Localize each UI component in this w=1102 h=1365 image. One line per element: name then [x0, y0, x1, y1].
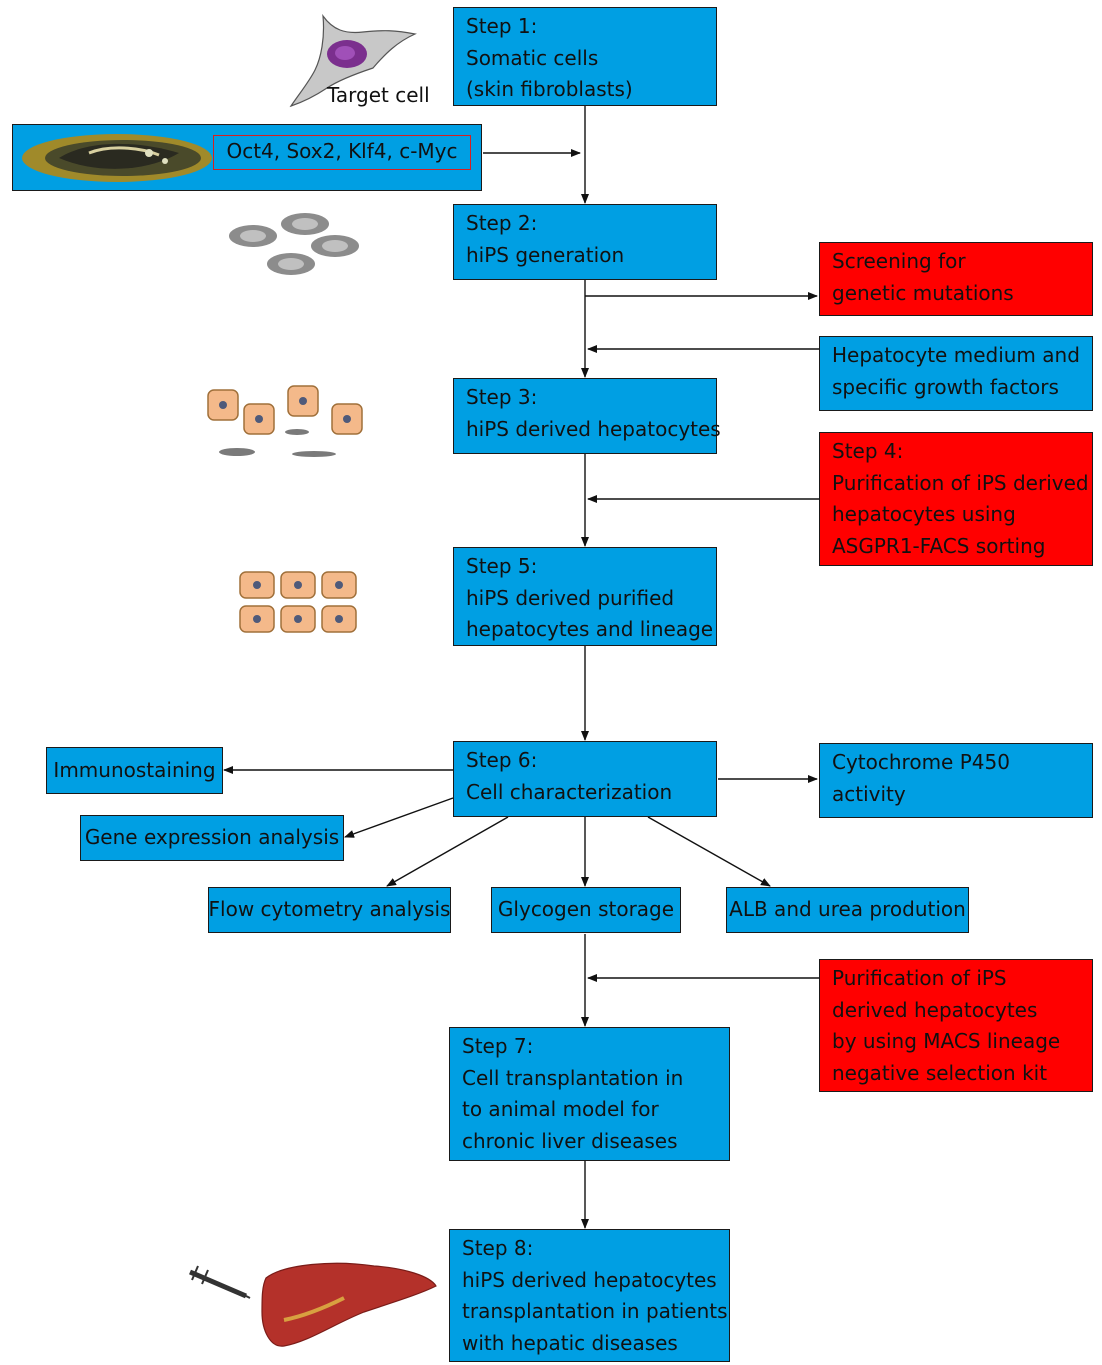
target-cell-label: Target cell: [327, 83, 430, 107]
medium-line-2: specific growth factors: [832, 374, 1059, 399]
macs-line-3: by using MACS lineage: [832, 1029, 1061, 1053]
flow-cytometry-label: Flow cytometry analysis: [208, 897, 451, 922]
step-4-line-1: Purification of iPS derived: [832, 470, 1089, 495]
step-5-box: Step 5: hiPS derived purified hepatocyte…: [453, 547, 717, 646]
target-cell-icon: [289, 13, 417, 108]
step-6-box: Step 6: Cell characterization: [453, 741, 717, 817]
medium-line-1: Hepatocyte medium and: [832, 343, 1080, 367]
reprogramming-factors-label: Oct4, Sox2, Klf4, c-Myc: [213, 135, 471, 170]
screening-box: Screening for genetic mutations: [819, 242, 1093, 316]
step-2-box: Step 2: hiPS generation: [453, 204, 717, 280]
step-5-title: Step 5:: [466, 554, 538, 578]
step-7-box: Step 7: Cell transplantation in to anima…: [449, 1027, 730, 1161]
step-1-line-1: Somatic cells: [466, 45, 599, 70]
step-7-line-3: chronic liver diseases: [462, 1128, 678, 1153]
step-5-line-1: hiPS derived purified: [466, 585, 675, 610]
screening-line-2: genetic mutations: [832, 280, 1014, 305]
flow-cytometry-box: Flow cytometry analysis: [208, 887, 451, 933]
syringe-icon: [189, 1265, 251, 1299]
macs-line-1: Purification of iPS: [832, 966, 1007, 990]
reprogramming-factors-panel: Oct4, Sox2, Klf4, c-Myc: [12, 124, 482, 191]
gene-expression-label: Gene expression analysis: [84, 825, 340, 850]
virus-vector-icon: [22, 134, 212, 182]
step-8-line-1: hiPS derived hepatocytes: [462, 1267, 717, 1292]
glycogen-storage-box: Glycogen storage: [491, 887, 681, 933]
cytochrome-p450-box: Cytochrome P450 activity: [819, 743, 1093, 818]
hepatocyte-medium-box: Hepatocyte medium and specific growth fa…: [819, 336, 1093, 411]
macs-line-4: negative selection kit: [832, 1060, 1048, 1085]
step-8-line-3: with hepatic diseases: [462, 1330, 678, 1355]
step-3-line-1: hiPS derived hepatocytes: [466, 416, 721, 441]
step-4-line-2: hepatocytes using: [832, 502, 1016, 526]
ips-colony-icon: [229, 213, 359, 275]
step-8-line-2: transplantation in patients: [462, 1299, 728, 1323]
immunostaining-label: Immunostaining: [53, 757, 216, 782]
immunostaining-box: Immunostaining: [46, 747, 223, 794]
step-6-line-1: Cell characterization: [466, 779, 673, 804]
step-2-title: Step 2:: [466, 211, 538, 235]
step-1-line-2: (skin fibroblasts): [466, 77, 633, 101]
step-7-line-1: Cell transplantation in: [462, 1065, 684, 1090]
step-4-title: Step 4:: [832, 439, 904, 463]
alb-urea-box: ALB and urea prodution: [726, 887, 969, 933]
step-8-title: Step 8:: [462, 1236, 534, 1260]
gene-expression-box: Gene expression analysis: [80, 815, 344, 861]
syringe-liver-icon: [189, 1262, 437, 1347]
cyp450-line-2: activity: [832, 781, 906, 806]
cyp450-line-1: Cytochrome P450: [832, 750, 1010, 774]
macs-line-2: derived hepatocytes: [832, 997, 1038, 1022]
arrow-gene-expression: [344, 797, 454, 838]
step-7-line-2: to animal model for: [462, 1097, 659, 1121]
step-3-box: Step 3: hiPS derived hepatocytes: [453, 378, 721, 454]
screening-line-1: Screening for: [832, 249, 966, 273]
arrow-alb: [647, 816, 771, 887]
macs-purification-box: Purification of iPS derived hepatocytes …: [819, 959, 1093, 1092]
step-5-line-2: hepatocytes and lineage: [466, 617, 714, 641]
arrow-flow: [386, 816, 509, 887]
liver-icon: [261, 1262, 437, 1347]
step-6-title: Step 6:: [466, 748, 538, 772]
step-2-line-1: hiPS generation: [466, 242, 625, 267]
step-4-line-3: ASGPR1-FACS sorting: [832, 533, 1046, 558]
purified-hepatocytes-icon: [239, 571, 357, 633]
step-7-title: Step 7:: [462, 1034, 534, 1058]
step-8-box: Step 8: hiPS derived hepatocytes transpl…: [449, 1229, 730, 1362]
step-4-box: Step 4: Purification of iPS derived hepa…: [819, 432, 1093, 566]
alb-urea-label: ALB and urea prodution: [729, 897, 966, 922]
glycogen-storage-label: Glycogen storage: [497, 897, 675, 922]
hepatocyte-cluster-icon: [207, 385, 363, 457]
step-3-title: Step 3:: [466, 385, 538, 409]
step-1-title: Step 1:: [466, 14, 538, 38]
step-1-box: Step 1: Somatic cells (skin fibroblasts): [453, 7, 717, 106]
